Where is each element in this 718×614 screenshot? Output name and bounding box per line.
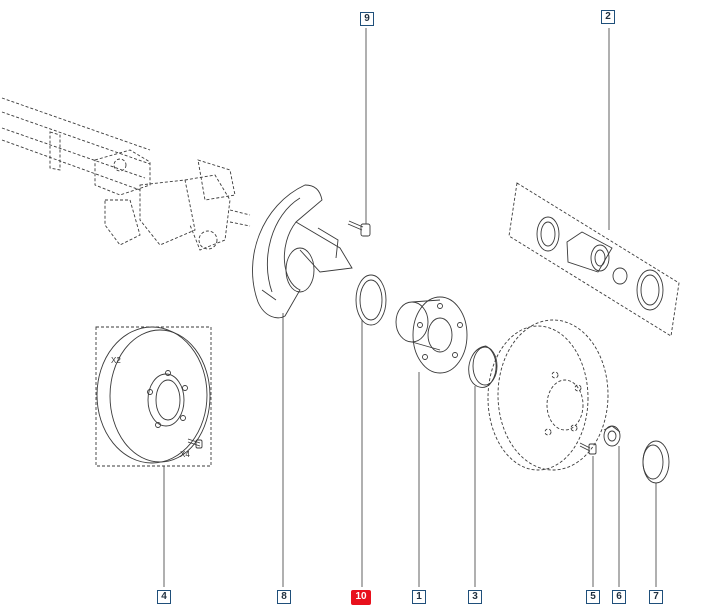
callout-8[interactable]: 8: [277, 590, 291, 604]
bolt-quantity-label: X4: [180, 450, 190, 459]
cap-7: [642, 440, 670, 587]
bolt-9: [347, 28, 371, 237]
bearing-kit-2: [508, 28, 680, 337]
dust-shield: [252, 184, 353, 319]
bolt-5: [579, 442, 597, 587]
seal-ring-10: [355, 274, 387, 587]
brake-disc-right: [487, 319, 609, 471]
callout-9[interactable]: 9: [360, 12, 374, 26]
hub-nut-6: [603, 425, 621, 587]
callout-3[interactable]: 3: [468, 590, 482, 604]
circlip-3: [468, 345, 498, 587]
wheel-hub: [395, 296, 468, 587]
callout-6[interactable]: 6: [612, 590, 626, 604]
callout-2[interactable]: 2: [601, 10, 615, 24]
callout-5[interactable]: 5: [586, 590, 600, 604]
brake-disc-4: [95, 326, 212, 587]
callout-4[interactable]: 4: [157, 590, 171, 604]
callout-10[interactable]: 10: [351, 590, 371, 605]
callout-7[interactable]: 7: [649, 590, 663, 604]
callout-1[interactable]: 1: [412, 590, 426, 604]
axle-beam: [1, 97, 251, 251]
disc-quantity-label: X2: [111, 356, 121, 365]
